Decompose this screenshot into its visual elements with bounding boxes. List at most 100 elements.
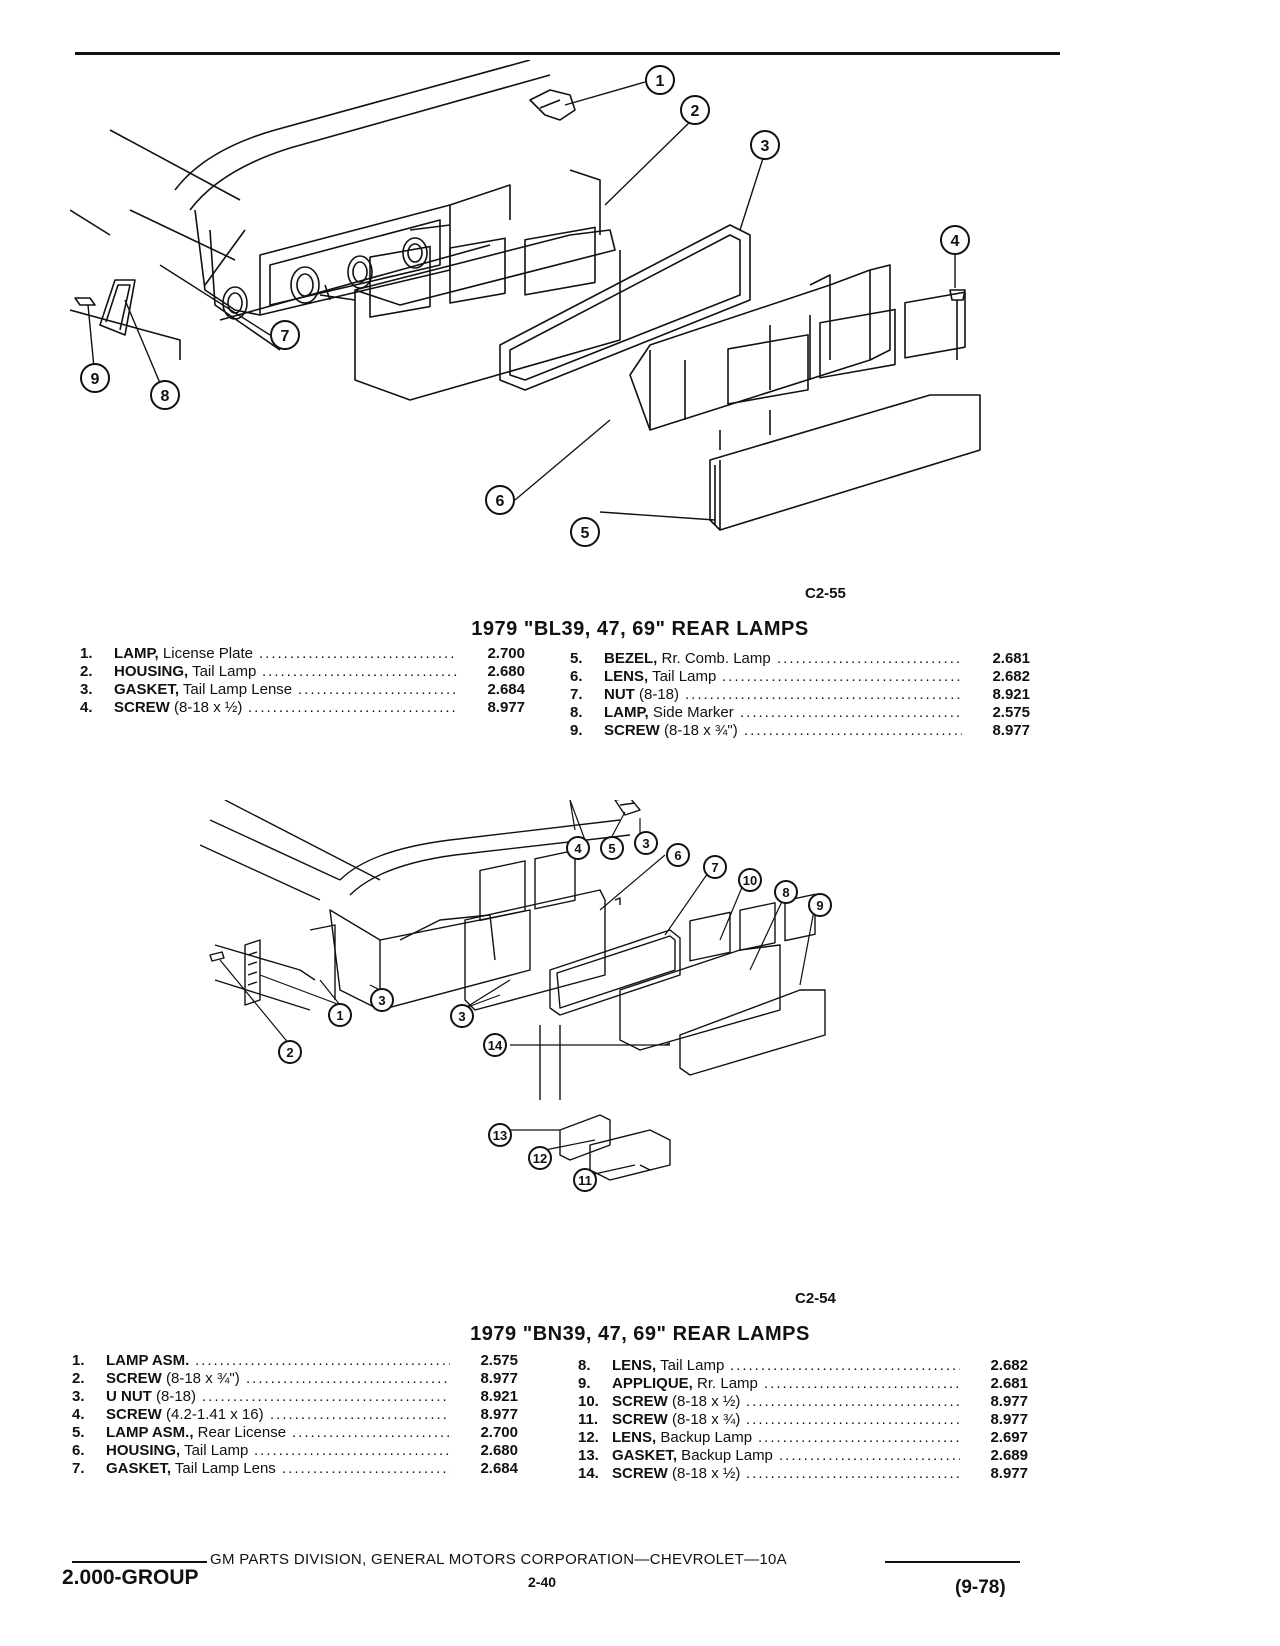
svg-text:13: 13 [493, 1128, 507, 1143]
part-type: SCREW [612, 1411, 668, 1428]
part-name: LAMP ASM. [106, 1352, 189, 1370]
part-name: HOUSING, Tail Lamp [106, 1442, 248, 1460]
part-description: Rear License [193, 1424, 287, 1441]
parts-list-bn-left: 1.LAMP ASM..............................… [72, 1352, 532, 1478]
dot-leader: ........................................… [292, 1424, 450, 1441]
part-name: LAMP ASM., Rear License [106, 1424, 286, 1442]
svg-text:10: 10 [743, 873, 757, 888]
section-title-bn: 1979 "BN39, 47, 69" REAR LAMPS [470, 1323, 810, 1345]
svg-text:5: 5 [581, 525, 590, 542]
svg-text:3: 3 [378, 993, 385, 1008]
dot-leader: ........................................… [195, 1352, 450, 1369]
part-number: 9. [578, 1375, 591, 1392]
part-number: 14. [578, 1465, 599, 1482]
top-rule [75, 52, 1060, 55]
part-value: 2.697 [990, 1429, 1028, 1446]
part-description: Tail Lamp Lense [179, 681, 293, 698]
dot-leader: ........................................… [764, 1375, 960, 1392]
part-description: (4.2-1.41 x 16) [161, 1406, 264, 1423]
callout-11: 11 [573, 1168, 597, 1192]
part-number: 7. [72, 1460, 85, 1477]
svg-text:9: 9 [91, 371, 100, 388]
part-value: 2.700 [487, 645, 525, 662]
part-description: Rr. Comb. Lamp [657, 650, 771, 667]
callout-14: 14 [483, 1033, 507, 1057]
dot-leader: ........................................… [254, 1442, 450, 1459]
rear-lamps-diagram-bn: 1 2 3 3 3 4 5 6 7 10 8 9 14 13 12 11 [200, 800, 832, 1192]
section-title-bl: 1979 "BL39, 47, 69" REAR LAMPS [471, 618, 809, 640]
part-type: NUT [604, 686, 635, 703]
part-name: GASKET, Tail Lamp Lense [114, 681, 292, 699]
part-name: SCREW (8-18 x ¾) [612, 1411, 740, 1429]
part-row: 8.LENS, Tail Lamp.......................… [578, 1357, 1050, 1375]
part-value: 8.921 [992, 686, 1030, 703]
part-type: LENS, [612, 1357, 657, 1374]
callout-9: 9 [808, 893, 832, 917]
dot-leader: ........................................… [248, 699, 457, 716]
part-row: 11.SCREW (8-18 x ¾).....................… [578, 1411, 1050, 1429]
part-description: (8-18 x ½) [667, 1393, 741, 1410]
callout-13: 13 [488, 1123, 512, 1147]
part-number: 12. [578, 1429, 599, 1446]
rear-lamps-diagram-bl: 1 2 3 4 5 6 7 8 9 [70, 60, 981, 547]
callout-6: 6 [485, 485, 515, 515]
part-value: 8.977 [990, 1465, 1028, 1482]
part-row: 5.LAMP ASM., Rear License...............… [72, 1424, 532, 1442]
part-value: 2.684 [480, 1460, 518, 1477]
part-number: 8. [578, 1357, 591, 1374]
part-value: 2.682 [990, 1357, 1028, 1374]
part-number: 3. [72, 1388, 85, 1405]
part-row: 7.GASKET, Tail Lamp Lens................… [72, 1460, 532, 1478]
callout-4: 4 [940, 225, 970, 255]
parts-list-bl-right: 5.BEZEL, Rr. Comb. Lamp.................… [570, 650, 1050, 740]
footer-page-number: 2-40 [528, 1574, 557, 1590]
figure-code-c2-55: C2-55 [805, 585, 846, 602]
callout-3: 3 [750, 130, 780, 160]
svg-text:3: 3 [458, 1009, 465, 1024]
dot-leader: ........................................… [262, 663, 457, 680]
dot-leader: ........................................… [740, 704, 962, 721]
dot-leader: ........................................… [685, 686, 962, 703]
part-name: SCREW (4.2-1.41 x 16) [106, 1406, 264, 1424]
part-description: License Plate [158, 645, 253, 662]
dot-leader: ........................................… [758, 1429, 960, 1446]
callout-1: 1 [328, 1003, 352, 1027]
dot-leader: ........................................… [730, 1357, 960, 1374]
callout-3b: 3 [450, 1004, 474, 1028]
svg-text:7: 7 [711, 860, 718, 875]
part-value: 2.680 [487, 663, 525, 680]
part-name: SCREW (8-18 x ½) [612, 1465, 740, 1483]
part-row: 4.SCREW (4.2-1.41 x 16).................… [72, 1406, 532, 1424]
footer-group: 2.000-GROUP [62, 1566, 199, 1589]
callout-12: 12 [528, 1146, 552, 1170]
part-name: SCREW (8-18 x ½) [612, 1393, 740, 1411]
figure-code-c2-54: C2-54 [795, 1290, 836, 1307]
part-value: 2.681 [990, 1375, 1028, 1392]
part-row: 3.GASKET, Tail Lamp Lense...............… [80, 681, 540, 699]
part-name: GASKET, Tail Lamp Lens [106, 1460, 276, 1478]
dot-leader: ........................................… [777, 650, 962, 667]
part-number: 10. [578, 1393, 599, 1410]
dot-leader: ........................................… [298, 681, 457, 698]
part-description: (8-18 x ½) [169, 699, 243, 716]
dot-leader: ........................................… [202, 1388, 450, 1405]
part-name: SCREW (8-18 x ¾") [106, 1370, 240, 1388]
part-value: 8.977 [487, 699, 525, 716]
callout-2: 2 [680, 95, 710, 125]
dot-leader: ........................................… [259, 645, 457, 662]
part-type: GASKET, [106, 1460, 172, 1477]
part-number: 2. [80, 663, 93, 680]
part-row: 9.SCREW (8-18 x ¾").....................… [570, 722, 1050, 740]
footer-date: (9-78) [955, 1577, 1006, 1598]
part-value: 2.575 [480, 1352, 518, 1369]
parts-list-bl-left: 1.LAMP, License Plate...................… [80, 645, 540, 717]
part-description: (8-18 x ½) [667, 1465, 741, 1482]
part-name: LENS, Backup Lamp [612, 1429, 752, 1447]
part-row: 8.LAMP, Side Marker.....................… [570, 704, 1050, 722]
part-type: LAMP, [114, 645, 159, 662]
callout-8: 8 [774, 880, 798, 904]
svg-text:14: 14 [488, 1038, 503, 1053]
part-value: 8.977 [990, 1393, 1028, 1410]
part-type: LAMP, [604, 704, 649, 721]
callout-10: 10 [738, 868, 762, 892]
